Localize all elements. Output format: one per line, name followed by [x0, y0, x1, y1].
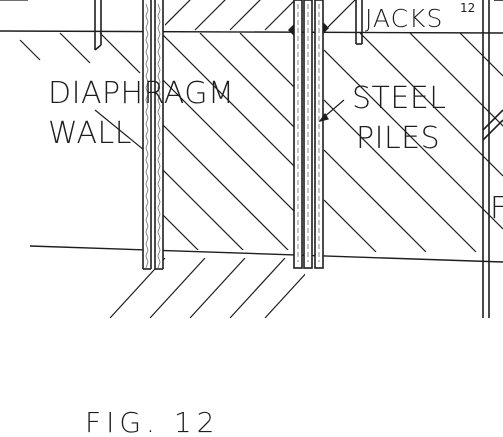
label-edge-letter: F: [490, 191, 503, 226]
diaphragm-wall: [142, 0, 164, 270]
soil-hatch-left: [19, 32, 144, 150]
upper-strut: [94, 0, 102, 51]
label-piles: PILES: [356, 121, 440, 156]
soil-hatch-right: [324, 33, 503, 252]
right-edge-member: [482, 0, 503, 318]
steel-piles: [288, 0, 329, 269]
label-steel: STEEL: [352, 81, 447, 116]
ground-surface-line: [0, 30, 503, 34]
excavation-base-line: [29, 245, 503, 263]
soil-hatch-middle: [163, 33, 300, 250]
soil-hatch-bottom: [109, 258, 305, 318]
jack-post: [355, 0, 363, 45]
label-diaphragm: DIAPHRAGM: [48, 76, 234, 111]
soil-hatch-top: [0, 0, 360, 31]
label-leaders: [318, 99, 345, 122]
figure-caption: FIG. 12: [85, 406, 220, 437]
label-jacks: JACKS: [365, 4, 443, 33]
label-wall: WALL: [48, 116, 132, 151]
label-jacks-ref: 12: [460, 1, 475, 15]
